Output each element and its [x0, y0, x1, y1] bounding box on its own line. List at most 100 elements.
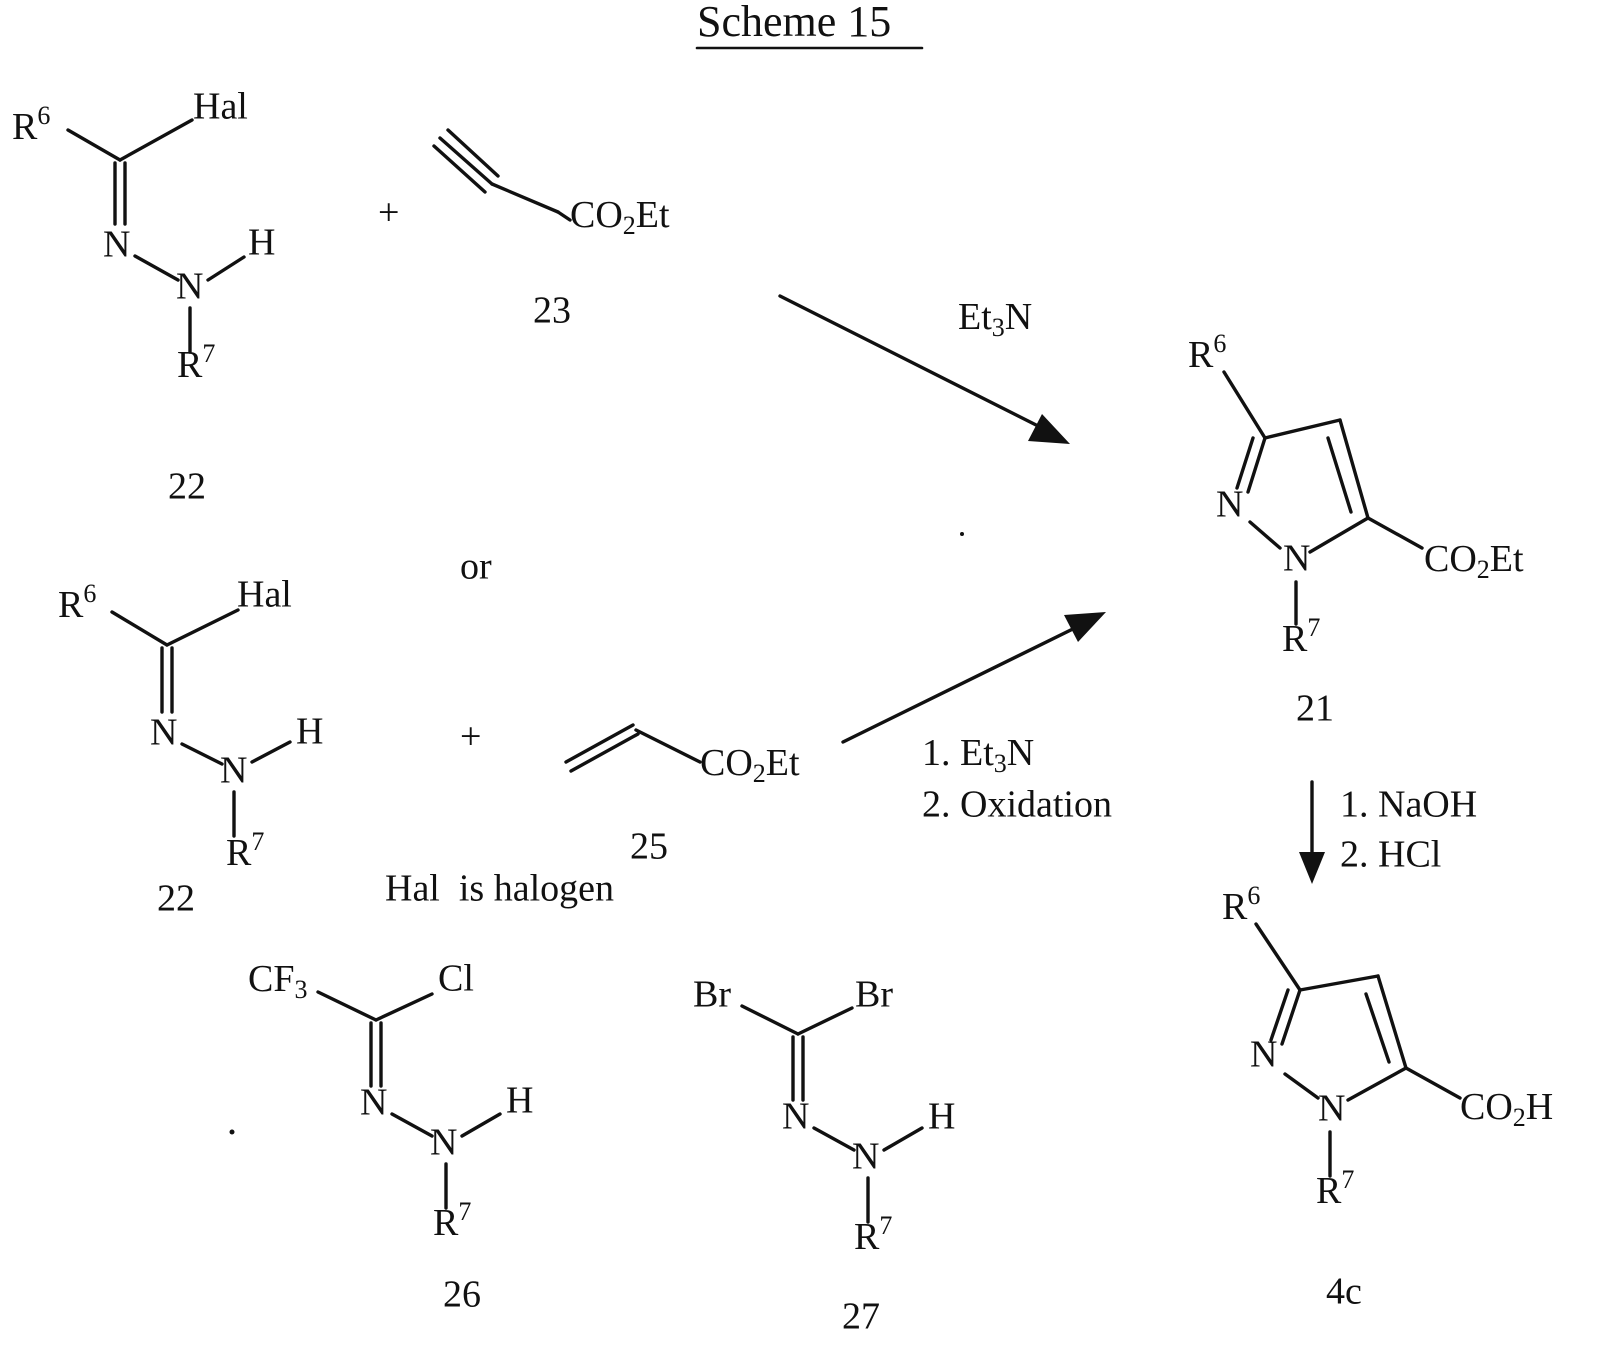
bond [1406, 1068, 1460, 1098]
bond [182, 744, 222, 764]
bond [1224, 372, 1265, 438]
n2-label: N [1216, 484, 1243, 526]
bond [742, 1006, 798, 1034]
bond [1368, 518, 1422, 548]
bond [884, 1128, 922, 1150]
ester-label: CO2Et [570, 194, 670, 240]
scan-speck [230, 1130, 235, 1135]
compound-23: CO2Et 23 [434, 130, 670, 332]
scan-speck [960, 532, 964, 536]
bond [167, 610, 238, 645]
bond [814, 1128, 854, 1150]
bond [376, 994, 432, 1020]
compound-number: 22 [157, 878, 195, 920]
compound-number: 4c [1326, 1271, 1362, 1313]
ester-label: CO2Et [700, 742, 800, 788]
n1-label: N [1283, 538, 1310, 580]
compound-number: 23 [533, 290, 571, 332]
ring-bond [1265, 420, 1340, 438]
reagent-step-2: 2. Oxidation [922, 784, 1112, 826]
compound-22-top: R6 Hal N N H R7 22 [12, 86, 275, 508]
ring-bond [1310, 518, 1368, 552]
scheme-title: Scheme 15 [697, 0, 891, 46]
ring-bond [1300, 976, 1378, 990]
cl-label: Cl [438, 958, 474, 1000]
or-text: or [460, 546, 492, 588]
n-amine-label: N [220, 750, 247, 792]
reagent-et3n: Et3N [958, 296, 1032, 342]
acid-label: CO2H [1460, 1086, 1553, 1132]
compound-number: 27 [842, 1296, 880, 1338]
br-label-left: Br [693, 974, 731, 1016]
reaction-arrow-head [1299, 852, 1325, 884]
compound-number: 26 [443, 1274, 481, 1316]
h-label: H [296, 711, 323, 753]
bond [636, 730, 700, 762]
r6-label: R6 [1188, 329, 1226, 376]
bond [252, 742, 290, 762]
bond [120, 120, 192, 160]
reaction-arrow-head [1064, 612, 1106, 642]
n-imine-label: N [782, 1096, 809, 1138]
reaction-arrow-head [1028, 414, 1070, 444]
n-amine-label: N [430, 1122, 457, 1164]
reaction-arrow-shaft [843, 623, 1085, 742]
n-imine-label: N [360, 1082, 387, 1124]
h-label: H [506, 1080, 533, 1122]
compound-number: 22 [168, 466, 206, 508]
bond [462, 1114, 500, 1136]
bond [208, 257, 244, 280]
bond [558, 212, 570, 220]
bond [1256, 924, 1300, 990]
r7-label: R7 [1282, 613, 1320, 660]
bond [492, 184, 558, 212]
ring-bond [1348, 1068, 1406, 1100]
bond [392, 1114, 432, 1136]
compound-25: CO2Et 25 [566, 725, 800, 868]
n2-label: N [1250, 1034, 1277, 1076]
n-imine-label: N [103, 224, 130, 266]
r6-label: R6 [12, 101, 50, 148]
ring-bond [1285, 1074, 1318, 1098]
compound-21: R6 N N CO2Et R7 21 [1188, 329, 1524, 730]
compound-number: 21 [1296, 688, 1334, 730]
bond [798, 1008, 852, 1034]
plus-sign: + [460, 716, 481, 758]
bond [318, 992, 376, 1020]
r7-label: R7 [854, 1211, 892, 1258]
reagent-naoh: 1. NaOH [1340, 784, 1477, 826]
compound-27: Br Br N N H R7 27 [693, 974, 955, 1338]
bond [68, 130, 120, 160]
cf3-label: CF3 [248, 958, 307, 1004]
h-label: H [248, 222, 275, 264]
ring-bond [1340, 420, 1368, 518]
br-label-right: Br [855, 974, 893, 1016]
halogen-note: Hal is halogen [385, 868, 614, 910]
n-imine-label: N [150, 712, 177, 754]
r7-label: R7 [1316, 1165, 1354, 1212]
r7-label: R7 [433, 1197, 471, 1244]
n1-label: N [1318, 1088, 1345, 1130]
bond [135, 256, 178, 280]
hal-label: Hal [237, 574, 292, 616]
r7-label: R7 [226, 827, 264, 874]
hal-label: Hal [193, 86, 248, 128]
plus-sign: + [378, 192, 399, 234]
h-label: H [928, 1096, 955, 1138]
compound-22-bottom: R6 Hal N N H R7 22 [58, 574, 323, 920]
r6-label: R6 [1222, 881, 1260, 928]
compound-26: CF3 Cl N N H R7 26 [248, 958, 533, 1316]
n-amine-label: N [176, 266, 203, 308]
compound-number: 25 [630, 826, 668, 868]
reagent-hcl: 2. HCl [1340, 834, 1441, 876]
ring-bond [1250, 522, 1280, 548]
reagent-step-1: 1. Et3N [922, 732, 1034, 778]
ester-label: CO2Et [1424, 538, 1524, 584]
r6-label: R6 [58, 579, 96, 626]
ring-bond [1378, 976, 1406, 1068]
compound-4c: R6 N N CO2H R7 4c [1222, 881, 1553, 1313]
r7-label: R7 [177, 339, 215, 386]
n-amine-label: N [852, 1136, 879, 1178]
bond [112, 612, 167, 645]
